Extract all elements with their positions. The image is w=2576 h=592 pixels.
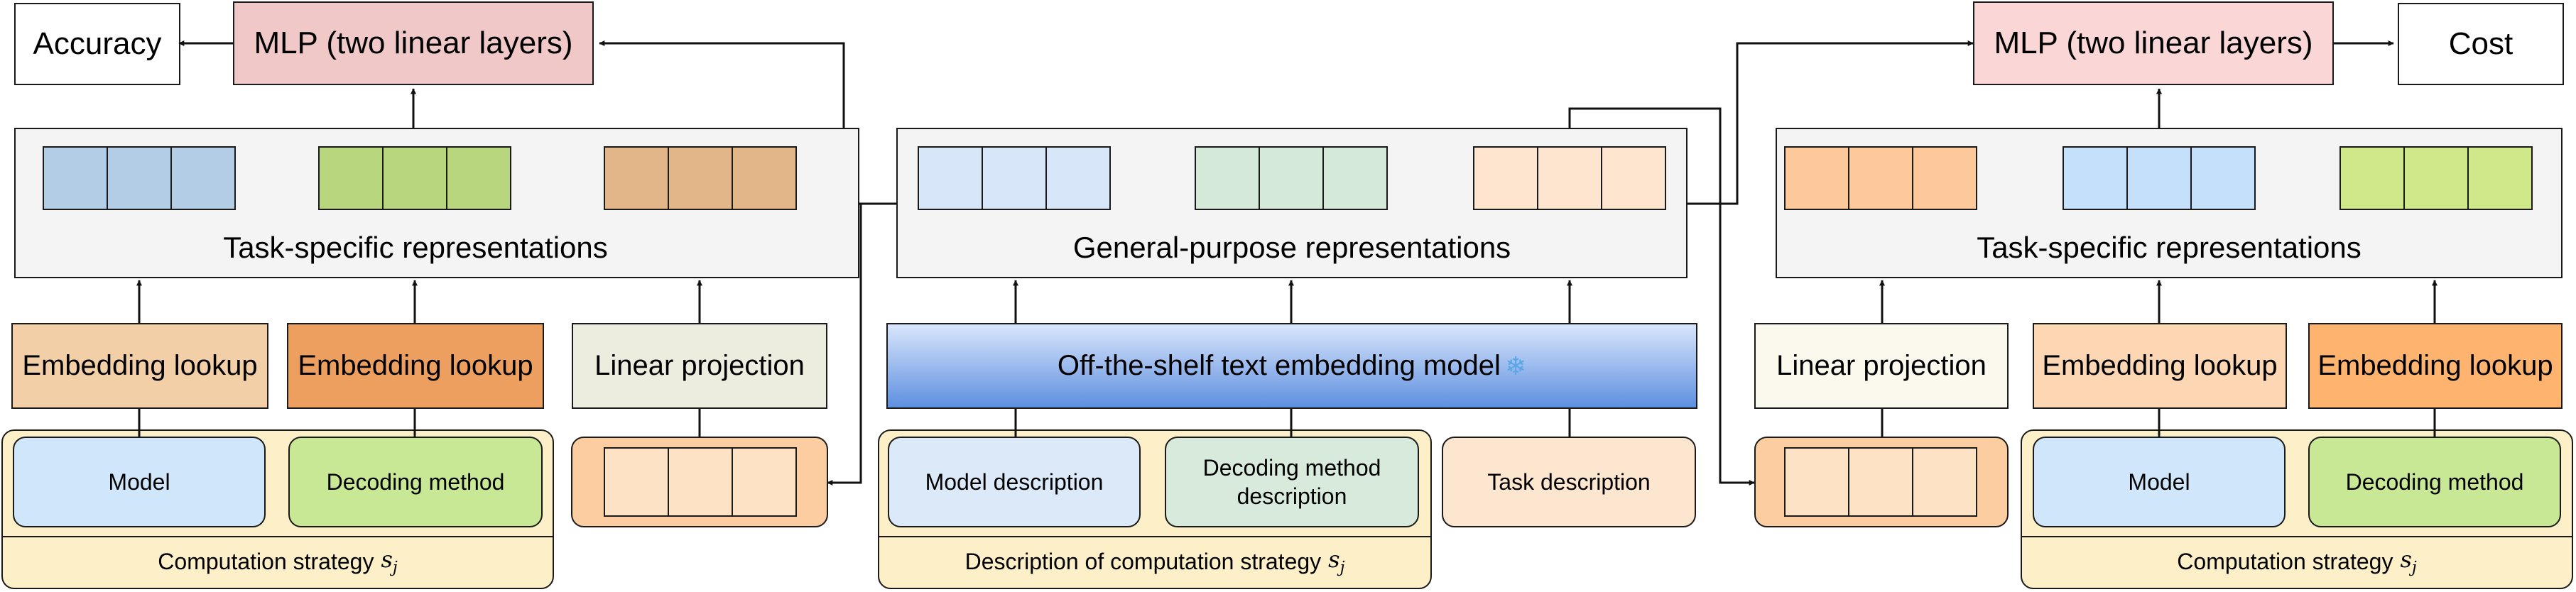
model-description-label: Model description: [925, 469, 1104, 495]
embedding-lookup-label: Embedding lookup: [2317, 350, 2553, 381]
decoding-vector-general: [1195, 146, 1388, 210]
strategy-symbol: sj: [1328, 546, 1345, 577]
computation-strategy-caption-right: Computation strategy sj: [2021, 536, 2573, 586]
decoding-description-line1: Decoding method: [1202, 455, 1381, 481]
embedding-lookup-label: Embedding lookup: [22, 350, 258, 381]
accuracy-output: Accuracy: [14, 3, 180, 85]
arrow-general-to-right-mlp: [1688, 40, 1974, 205]
mlp-right-label: MLP (two linear layers): [1994, 26, 2313, 60]
model-input-left: Model: [13, 437, 266, 527]
model-vector-left: [43, 146, 236, 210]
task-vector-right: [1784, 146, 1977, 210]
embedding-lookup-decoding-right: Embedding lookup: [2308, 323, 2563, 409]
accuracy-label: Accuracy: [33, 26, 162, 61]
linear-projection-right: Linear projection: [1754, 323, 2009, 409]
strategy-symbol: sj: [2400, 546, 2417, 577]
decoding-vector-right: [2339, 146, 2533, 210]
task-specific-label-left: Task-specific representations: [223, 231, 608, 264]
model-description-input: Model description: [888, 437, 1141, 527]
strategy-symbol: sj: [381, 546, 398, 577]
decoding-description-line2: description: [1237, 483, 1347, 509]
task-vector-general: [1473, 146, 1666, 210]
text-embedding-model: Off-the-shelf text embedding model ❄: [886, 323, 1697, 409]
mlp-cost-head: MLP (two linear layers): [1973, 1, 2334, 85]
computation-strategy-caption-left: Computation strategy sj: [1, 536, 554, 586]
decoding-method-description-input: Decoding method description: [1165, 437, 1419, 527]
task-specific-label-right: Task-specific representations: [1977, 231, 2362, 264]
general-purpose-label: General-purpose representations: [1072, 231, 1511, 264]
linear-projection-left: Linear projection: [572, 323, 827, 409]
embedding-lookup-label: Embedding lookup: [2042, 350, 2278, 381]
decoding-method-input-left: Decoding method: [288, 437, 543, 527]
linear-projection-label: Linear projection: [1776, 350, 1987, 381]
embedding-lookup-label: Embedding lookup: [298, 350, 533, 381]
task-input-vector-right: [1784, 447, 1977, 517]
linear-projection-label: Linear projection: [594, 350, 805, 381]
model-input-right: Model: [2033, 437, 2286, 527]
task-description-input: Task description: [1442, 437, 1696, 527]
decoding-vector-left: [318, 146, 511, 210]
task-input-vector-left: [604, 447, 797, 517]
embedding-lookup-model-right: Embedding lookup: [2033, 323, 2287, 409]
arrow-general-to-left-projection: [827, 202, 896, 486]
snowflake-icon: ❄: [1504, 351, 1527, 380]
cost-label: Cost: [2448, 26, 2513, 61]
mlp-accuracy-head: MLP (two linear layers): [233, 1, 594, 85]
task-vector-left: [604, 146, 797, 210]
embedding-lookup-decoding-left: Embedding lookup: [287, 323, 544, 409]
decoding-method-input-right: Decoding method: [2308, 437, 2561, 527]
decoding-method-label: Decoding method: [2345, 469, 2524, 495]
decoding-method-label: Decoding method: [326, 469, 505, 495]
mlp-left-label: MLP (two linear layers): [254, 26, 573, 60]
caption-text: Description of computation strategy: [964, 548, 1322, 574]
task-description-label: Task description: [1487, 469, 1651, 495]
embedding-lookup-model-left: Embedding lookup: [11, 323, 268, 409]
arrow-general-to-right-projection: [1568, 107, 1755, 486]
cost-output: Cost: [2398, 3, 2564, 85]
model-label: Model: [2128, 469, 2190, 495]
caption-text: Computation strategy: [158, 548, 374, 574]
caption-text: Computation strategy: [2177, 548, 2393, 574]
model-vector-general: [918, 146, 1111, 210]
model-vector-right: [2063, 146, 2256, 210]
model-label: Model: [108, 469, 170, 495]
text-embedding-model-label: Off-the-shelf text embedding model: [1057, 350, 1501, 381]
